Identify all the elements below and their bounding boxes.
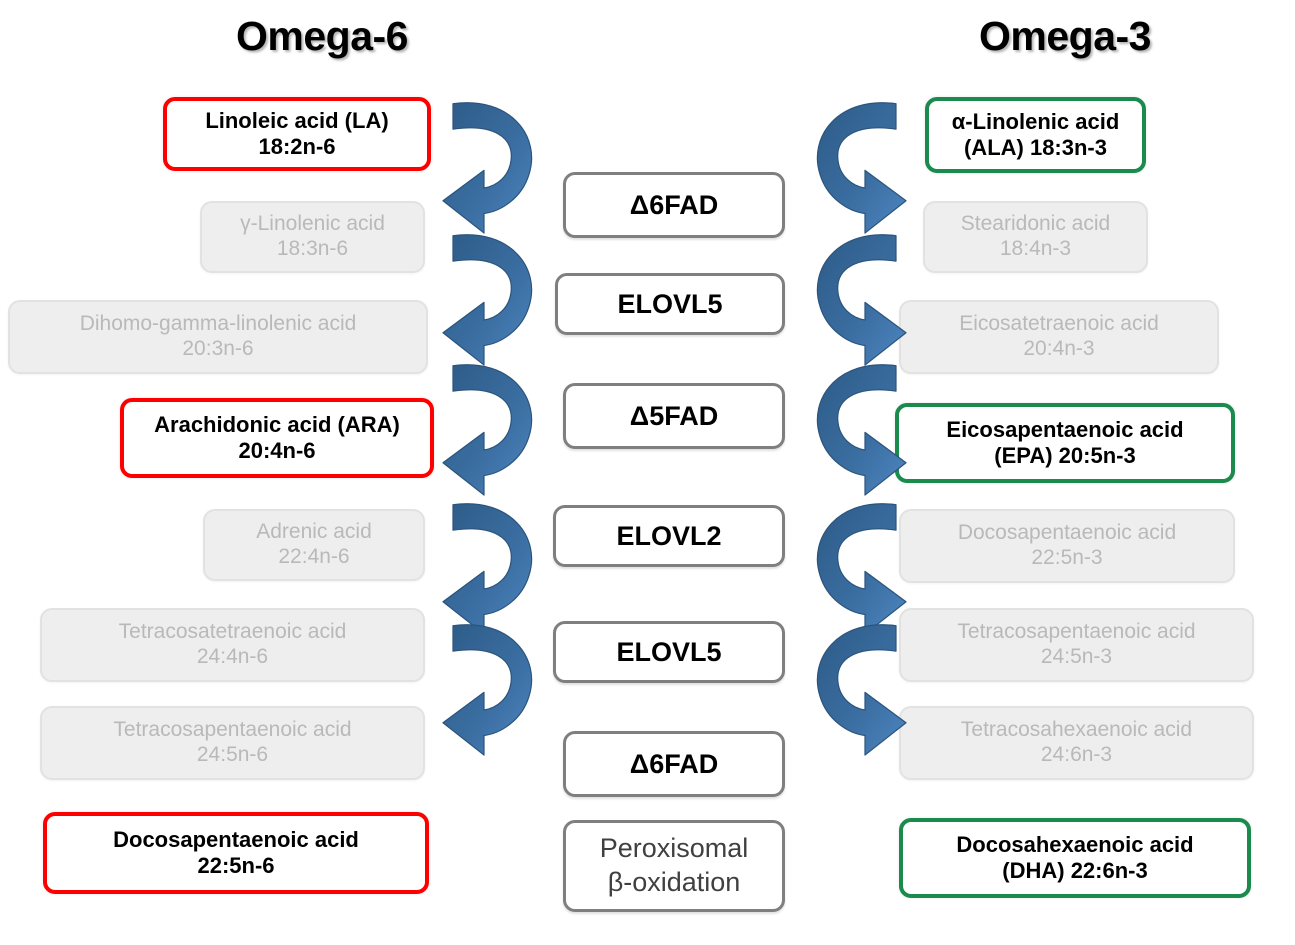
enzyme-label: ELOVL5 [617,288,723,319]
node-name: Linoleic acid (LA) [205,108,389,134]
arrow-left-1 [437,96,547,238]
node-name: Docosahexaenoic acid [956,832,1194,858]
column-header-omega6: Omega-6 [236,13,408,59]
node-name: Adrenic acid [256,520,372,544]
node-code: 20:3n-6 [182,337,254,360]
enzyme-box-peroxisomal-beta-oxidation[interactable]: Peroxisomal β-oxidation [563,820,785,912]
node-docosahexaenoic-acid[interactable]: Docosahexaenoic acid (DHA) 22:6n-3 [899,818,1251,898]
node-name: Docosapentaenoic acid [957,521,1177,545]
node-name: Docosapentaenoic acid [113,827,359,853]
node-alpha-linolenic-acid[interactable]: α-Linolenic acid (ALA) 18:3n-3 [925,97,1146,173]
enzyme-box-delta5fad[interactable]: Δ5FAD [563,383,785,449]
node-code: 24:5n-3 [1040,645,1113,668]
node-tetracosahexaenoic-acid[interactable]: Tetracosahexaenoic acid 24:6n-3 [899,706,1254,780]
node-docosapentaenoic-acid-n6[interactable]: Docosapentaenoic acid 22:5n-6 [43,812,429,894]
node-code: 22:4n-6 [278,545,350,568]
node-tetracosatetraenoic-acid-n6[interactable]: Tetracosatetraenoic acid 24:4n-6 [40,608,425,682]
node-name: α-Linolenic acid [951,109,1120,135]
enzyme-label-line2: β-oxidation [607,867,741,897]
node-code: (EPA) 20:5n-3 [994,443,1136,468]
enzyme-box-delta6fad-2[interactable]: Δ6FAD [563,731,785,797]
node-code: 24:4n-6 [196,645,269,668]
node-code: (ALA) 18:3n-3 [963,135,1107,160]
node-code: 20:4n-6 [238,438,316,463]
arrow-right-5 [802,618,912,760]
node-adrenic-acid[interactable]: Adrenic acid 22:4n-6 [203,509,425,581]
arrow-left-4 [437,497,547,639]
enzyme-box-elovl5-2[interactable]: ELOVL5 [553,621,785,683]
node-name: Tetracosatetraenoic acid [118,620,347,644]
enzyme-label: Δ6FAD [629,748,719,779]
node-gamma-linolenic-acid[interactable]: γ-Linolenic acid 18:3n-6 [200,201,425,273]
enzyme-box-elovl2[interactable]: ELOVL2 [553,505,785,567]
node-code: 18:3n-6 [276,237,349,260]
node-linoleic-acid[interactable]: Linoleic acid (LA) 18:2n-6 [163,97,431,171]
node-code: 20:4n-3 [1023,337,1095,360]
node-eicosapentaenoic-acid[interactable]: Eicosapentaenoic acid (EPA) 20:5n-3 [895,403,1235,483]
enzyme-box-delta6fad-1[interactable]: Δ6FAD [563,172,785,238]
node-tetracosapentaenoic-acid-n3[interactable]: Tetracosapentaenoic acid 24:5n-3 [899,608,1254,682]
arrow-right-4 [802,497,912,639]
node-tetracosapentaenoic-acid-n6[interactable]: Tetracosapentaenoic acid 24:5n-6 [40,706,425,780]
arrow-left-3 [437,358,547,500]
enzyme-label: Δ5FAD [629,400,719,431]
node-dihomo-gamma-linolenic-acid[interactable]: Dihomo-gamma-linolenic acid 20:3n-6 [8,300,428,374]
arrow-right-1 [802,96,912,238]
node-name: Eicosapentaenoic acid [946,417,1184,443]
node-code: 22:5n-3 [1031,546,1103,569]
node-code: 18:2n-6 [258,134,336,159]
node-name: Stearidonic acid [960,212,1111,236]
arrow-left-5 [437,618,547,760]
arrow-left-2 [437,228,547,370]
enzyme-label: Peroxisomal [599,833,749,864]
node-stearidonic-acid[interactable]: Stearidonic acid 18:4n-3 [923,201,1148,273]
node-name: Arachidonic acid (ARA) [154,412,400,438]
node-code: 18:4n-3 [999,237,1072,260]
node-name: Tetracosahexaenoic acid [960,718,1193,742]
node-eicosatetraenoic-acid[interactable]: Eicosatetraenoic acid 20:4n-3 [899,300,1219,374]
node-code: (DHA) 22:6n-3 [1002,858,1148,883]
node-name: γ-Linolenic acid [240,212,385,236]
enzyme-label: ELOVL5 [616,636,722,667]
column-header-omega3: Omega-3 [979,13,1151,59]
node-name: Eicosatetraenoic acid [959,312,1159,336]
node-arachidonic-acid[interactable]: Arachidonic acid (ARA) 20:4n-6 [120,398,434,478]
node-name: Tetracosapentaenoic acid [113,718,352,742]
enzyme-box-elovl5-1[interactable]: ELOVL5 [555,273,785,335]
node-code: 22:5n-6 [197,853,275,878]
enzyme-label: Δ6FAD [629,189,719,220]
node-name: Dihomo-gamma-linolenic acid [79,312,357,336]
node-code: 24:5n-6 [196,743,269,766]
node-name: Tetracosapentaenoic acid [957,620,1196,644]
node-code: 24:6n-3 [1040,743,1113,766]
enzyme-label: ELOVL2 [616,520,722,551]
node-docosapentaenoic-acid-n3[interactable]: Docosapentaenoic acid 22:5n-3 [899,509,1235,583]
arrow-right-2 [802,228,912,370]
